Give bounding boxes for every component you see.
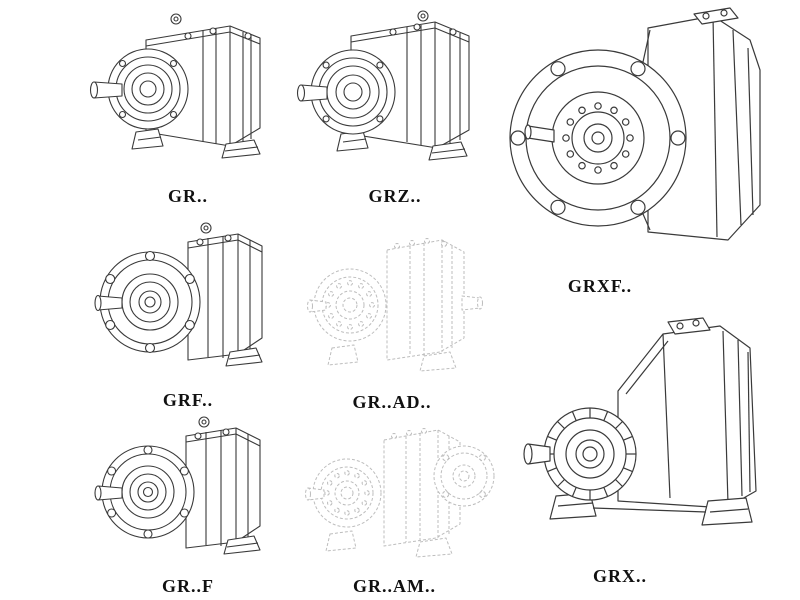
- grx-label: GRX..: [593, 566, 647, 586]
- grad-label: GR..AD..: [352, 392, 432, 412]
- gram-ghost-gearbox-drawing: [305, 428, 495, 558]
- grx-figure: [498, 296, 788, 558]
- grff-figure: [88, 412, 288, 574]
- grf-gearbox-drawing: [94, 222, 263, 367]
- grff-gearbox-drawing: [94, 416, 261, 555]
- grx-gearbox-drawing: [523, 317, 757, 526]
- grxf-gearbox-drawing: [509, 7, 761, 241]
- gr-label: GR..: [168, 186, 208, 206]
- grz-figure: [295, 6, 495, 186]
- gr-gearbox-drawing: [89, 13, 261, 159]
- gram-figure: [292, 408, 497, 570]
- grf-figure: [88, 212, 288, 390]
- gr-figure: [88, 6, 288, 186]
- gram-label: GR..AM..: [353, 576, 436, 596]
- grz-label: GRZ..: [368, 186, 422, 206]
- grz-gearbox-drawing: [296, 10, 470, 161]
- grad-figure: [292, 210, 492, 392]
- grf-label: GRF..: [162, 390, 214, 410]
- grxf-label: GRXF..: [567, 276, 633, 296]
- grxf-figure: [498, 0, 793, 272]
- grad-ghost-gearbox-drawing: [307, 238, 483, 372]
- grff-label: GR..F: [162, 576, 214, 596]
